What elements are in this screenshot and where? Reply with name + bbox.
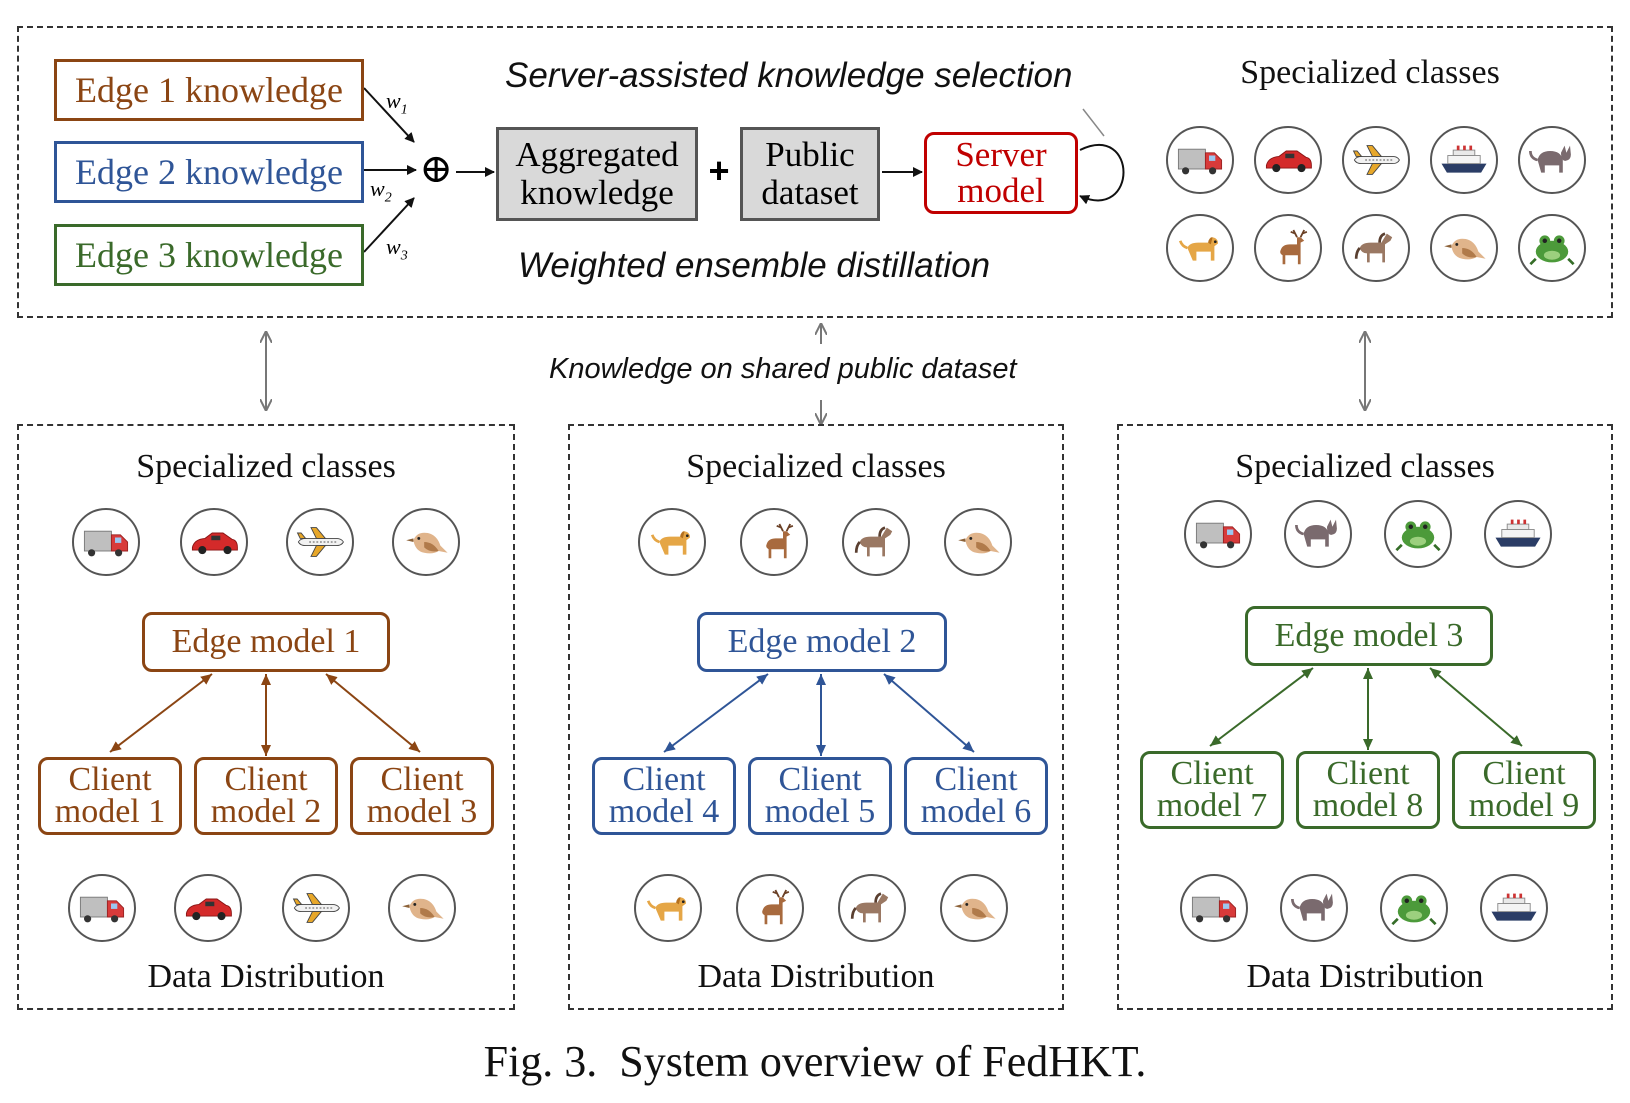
shared-knowledge-label: Knowledge on shared public dataset: [549, 353, 1017, 385]
horse-icon: [838, 874, 906, 942]
truck-icon: [1180, 874, 1248, 942]
server-self-loop: [1079, 144, 1125, 205]
edge3-arrow: [363, 197, 415, 253]
deer-icon: [736, 874, 804, 942]
plus-sign: +: [708, 150, 730, 191]
weight-w3: w3: [386, 234, 408, 264]
truck-icon: [1184, 500, 1252, 568]
airplane-icon: [282, 874, 350, 942]
horse-icon: [1342, 214, 1410, 282]
bird-icon: [944, 508, 1012, 576]
group1-data-distribution-label: Data Distribution: [147, 958, 385, 995]
dog-icon: [1166, 214, 1234, 282]
frog-icon: [1384, 500, 1452, 568]
edge1-client1-arrow: [109, 673, 213, 753]
edge-group-2-panel: [568, 424, 1064, 1010]
edge3-client7-arrow: [1209, 667, 1314, 747]
edge-model-1-box: Edge model 1: [142, 612, 390, 672]
sum-operator: ⊕: [419, 146, 453, 191]
edge-model-3-box: Edge model 3: [1245, 606, 1493, 666]
edge2-client4-arrow: [663, 673, 769, 753]
group3-specialized-title: Specialized classes: [1235, 448, 1495, 485]
deer-icon: [1254, 214, 1322, 282]
edge1-arrow: [363, 87, 415, 143]
server-specialized-title: Specialized classes: [1240, 54, 1500, 91]
deer-icon: [740, 508, 808, 576]
car-icon: [1254, 126, 1322, 194]
server-panel: [17, 26, 1613, 318]
group1-specialized-title: Specialized classes: [136, 448, 396, 485]
weight-w2: w2: [370, 176, 392, 206]
airplane-icon: [286, 508, 354, 576]
selection-pointer-line: [1082, 108, 1105, 137]
edge2-knowledge-box: Edge 2 knowledge: [54, 141, 364, 203]
bird-icon: [392, 508, 460, 576]
edge2-client6-arrow: [883, 673, 975, 753]
dog-icon: [634, 874, 702, 942]
figure-caption: Fig. 3. System overview of FedHKT.: [483, 1037, 1147, 1086]
group2-specialized-title: Specialized classes: [686, 448, 946, 485]
cat-icon: [1280, 874, 1348, 942]
bird-icon: [388, 874, 456, 942]
horse-icon: [842, 508, 910, 576]
ship-icon: [1480, 874, 1548, 942]
truck-icon: [68, 874, 136, 942]
bird-icon: [1430, 214, 1498, 282]
cat-icon: [1518, 126, 1586, 194]
edge-group-1-panel: [17, 424, 515, 1010]
ship-icon: [1430, 126, 1498, 194]
edge-group-3-panel: [1117, 424, 1613, 1010]
cat-icon: [1284, 500, 1352, 568]
truck-icon: [1166, 126, 1234, 194]
group2-data-distribution-label: Data Distribution: [697, 958, 935, 995]
ship-icon: [1484, 500, 1552, 568]
car-icon: [174, 874, 242, 942]
frog-icon: [1380, 874, 1448, 942]
dog-icon: [638, 508, 706, 576]
group3-data-distribution-label: Data Distribution: [1246, 958, 1484, 995]
edge3-knowledge-box: Edge 3 knowledge: [54, 224, 364, 286]
edge1-knowledge-box: Edge 1 knowledge: [54, 59, 364, 121]
car-icon: [180, 508, 248, 576]
truck-icon: [72, 508, 140, 576]
edge-model-2-box: Edge model 2: [697, 612, 947, 672]
distillation-label: Weighted ensemble distillation: [518, 246, 991, 285]
edge1-client3-arrow: [325, 673, 421, 753]
bird-icon: [940, 874, 1008, 942]
edge3-client9-arrow: [1429, 667, 1523, 747]
airplane-icon: [1342, 126, 1410, 194]
selection-label: Server-assisted knowledge selection: [505, 56, 1073, 95]
weight-w1: w1: [386, 88, 408, 118]
frog-icon: [1518, 214, 1586, 282]
